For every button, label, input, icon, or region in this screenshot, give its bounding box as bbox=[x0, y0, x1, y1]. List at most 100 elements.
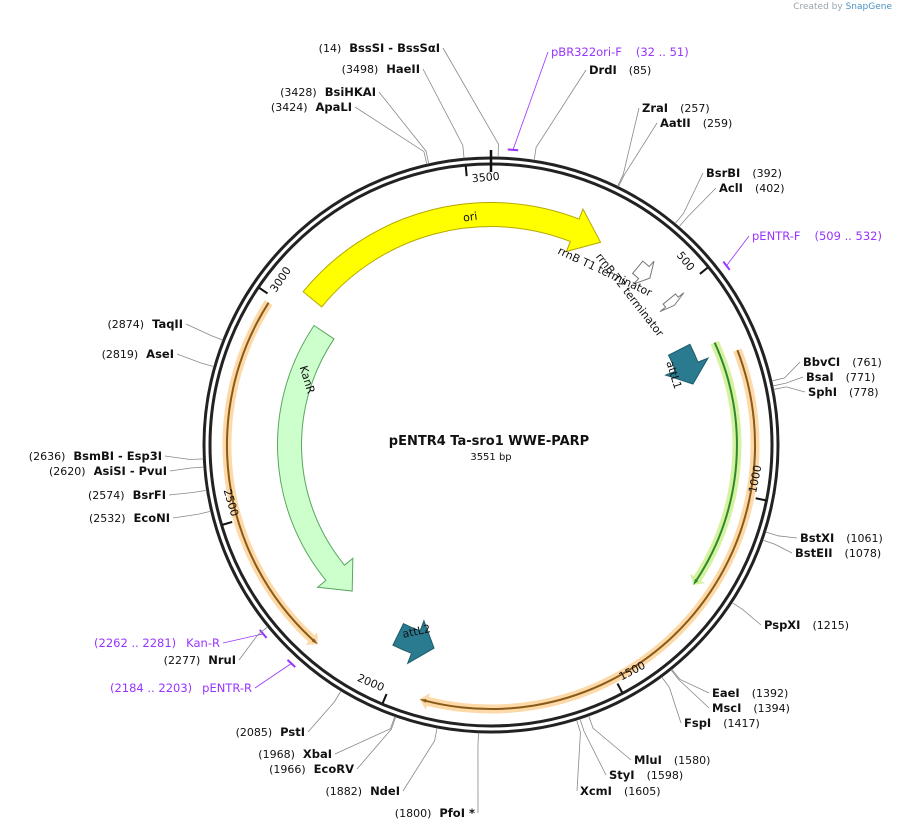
site-leader-11 bbox=[773, 386, 806, 393]
site-leader-16 bbox=[670, 669, 710, 709]
site-leader-15 bbox=[671, 668, 710, 694]
site-name-2: - Esp3I bbox=[114, 449, 162, 463]
site-name-2: - PvuI bbox=[126, 464, 167, 478]
primer-range: (2184 .. 2203) bbox=[110, 681, 192, 695]
site-position: (778) bbox=[849, 386, 879, 399]
site-label-aatii: AatII (259) bbox=[660, 116, 732, 130]
ruler-tick-1500 bbox=[616, 683, 624, 693]
primer-range: (509 .. 532) bbox=[814, 229, 882, 243]
ruler-label-2500: 2500 bbox=[221, 487, 241, 518]
site-label-drdi: DrdI(85) bbox=[589, 63, 651, 77]
site-position: (259) bbox=[703, 117, 733, 130]
feature-arrow-rrnb-t2-terminator bbox=[659, 292, 685, 313]
site-name: PspXI bbox=[764, 618, 800, 632]
site-label-msci: MscI(1394) bbox=[712, 701, 790, 715]
site-leader-8 bbox=[678, 187, 717, 228]
site-position: (392) bbox=[752, 167, 782, 180]
site-leader-5 bbox=[617, 107, 640, 187]
primer-mark-1 bbox=[722, 260, 731, 271]
site-label-psti: (2085)PstI bbox=[236, 725, 305, 739]
primer-name: pENTR-R bbox=[202, 681, 252, 695]
site-name: BssSI bbox=[349, 41, 384, 55]
feature-arrow-rrnb-t1-terminator bbox=[631, 260, 655, 285]
site-label-asisi: (2620)AsiSI - PvuI bbox=[49, 464, 167, 478]
feature-arrow-attl2 bbox=[392, 619, 435, 665]
site-leader-28 bbox=[168, 489, 207, 496]
primer-kan-r: (2262 .. 2281) Kan-R bbox=[94, 636, 220, 650]
primer-leader-1 bbox=[726, 235, 750, 266]
feature-label-rrnb-t2: rrnB T2 terminator bbox=[593, 251, 667, 340]
ruler-tick-3500 bbox=[464, 166, 468, 177]
site-name: AclI bbox=[719, 181, 743, 195]
site-position: (1417) bbox=[723, 717, 760, 730]
site-label-zrai: ZraI(257) bbox=[642, 101, 710, 115]
ruler-label-1000: 1000 bbox=[746, 464, 764, 494]
site-position: (3424) bbox=[271, 101, 308, 114]
site-name-2: - BssSαI bbox=[384, 41, 440, 55]
primer-name: Kan-R bbox=[186, 636, 220, 650]
site-label-bsmbi: (2636) BsmBI - Esp3I bbox=[29, 449, 162, 463]
site-position: (3428) bbox=[280, 86, 317, 99]
site-label-styi: StyI(1598) bbox=[609, 768, 683, 782]
site-leader-32 bbox=[185, 323, 223, 341]
site-label-fspi: FspI (1417) bbox=[684, 716, 760, 730]
site-leader-12 bbox=[765, 531, 798, 539]
site-leader-3 bbox=[354, 106, 428, 165]
site-name: BsmBI bbox=[73, 449, 114, 463]
site-name: PfoI * bbox=[439, 806, 475, 820]
site-leader-0 bbox=[442, 47, 499, 158]
site-label-bsrfi: (2574)BsrFI bbox=[88, 488, 166, 502]
site-label-bsssi: (14)BssSI - BssSαI bbox=[319, 41, 440, 55]
site-position: (2819) bbox=[102, 348, 139, 361]
site-name: EcoRV bbox=[314, 762, 354, 776]
site-leader-24 bbox=[334, 716, 396, 755]
site-position: (85) bbox=[629, 64, 652, 77]
site-name: EcoNI bbox=[134, 511, 170, 525]
site-name: PstI bbox=[280, 725, 305, 739]
primer-mark-0 bbox=[507, 148, 519, 152]
site-leader-7 bbox=[674, 172, 704, 224]
site-label-taqii: (2874)TaqII bbox=[108, 317, 184, 331]
site-leader-27 bbox=[172, 510, 211, 519]
site-leader-9 bbox=[771, 361, 801, 382]
site-position: (1968) bbox=[258, 748, 295, 761]
site-label-bstxi: BstXI(1061) bbox=[800, 531, 883, 545]
site-name: SphI bbox=[808, 385, 837, 399]
feature-label-ori: ori bbox=[462, 210, 478, 225]
site-name: AatII bbox=[660, 116, 691, 130]
restriction-sites: (14)BssSI - BssSαI(3498)HaeII(3428)BsiHK… bbox=[29, 41, 883, 820]
site-name: NdeI bbox=[370, 784, 400, 798]
site-name: BstEII bbox=[795, 546, 833, 560]
site-position: (1598) bbox=[647, 769, 684, 782]
site-name: FspI bbox=[684, 716, 711, 730]
plasmid-name: pENTR4 Ta-sro1 WWE-PARP bbox=[389, 434, 589, 449]
feature-arrow-kanr bbox=[277, 324, 354, 592]
site-leader-10 bbox=[772, 376, 804, 387]
site-position: (402) bbox=[755, 182, 785, 195]
site-position: (761) bbox=[852, 356, 882, 369]
site-name: BsrBI bbox=[706, 166, 740, 180]
site-position: (257) bbox=[680, 102, 710, 115]
site-label-asei: (2819) AseI bbox=[102, 347, 174, 361]
site-name: XcmI bbox=[580, 784, 612, 798]
site-position: (2620) bbox=[49, 465, 86, 478]
site-position: (1078) bbox=[845, 547, 882, 560]
site-leader-20 bbox=[576, 719, 581, 792]
site-label-bsai: BsaI(771) bbox=[806, 370, 875, 384]
site-leader-17 bbox=[661, 676, 682, 724]
site-position: (2636) bbox=[29, 450, 66, 463]
site-leader-18 bbox=[588, 715, 632, 761]
site-name: AseI bbox=[146, 347, 174, 361]
site-name: BsaI bbox=[806, 370, 834, 384]
insert-band-line-1 bbox=[419, 349, 757, 711]
insert-band-1 bbox=[419, 348, 760, 714]
site-label-ecorv: (1966)EcoRV bbox=[269, 762, 354, 776]
site-name: TaqII bbox=[152, 317, 183, 331]
primer-leader-3 bbox=[254, 663, 292, 689]
site-label-pfoi-: (1800)PfoI * bbox=[395, 806, 475, 820]
site-label-bbvci: BbvCI(761) bbox=[803, 355, 882, 369]
site-name: MluI bbox=[634, 753, 662, 767]
primer-range: (2262 .. 2281) bbox=[94, 636, 176, 650]
features bbox=[277, 202, 710, 665]
